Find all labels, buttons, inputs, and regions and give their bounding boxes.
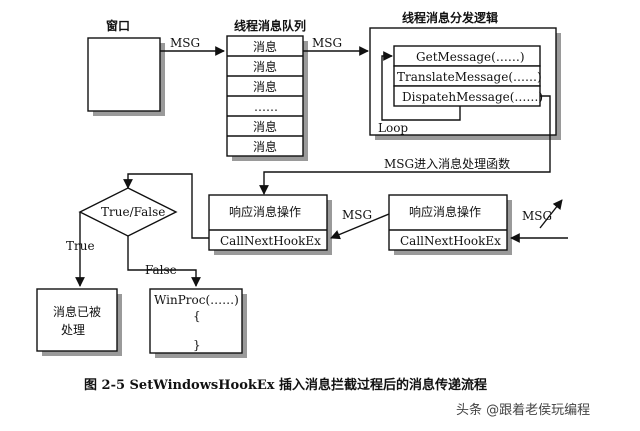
- message-queue: [226, 35, 308, 161]
- handled-text-2: 处理: [61, 323, 85, 337]
- hook2-callnext-text: CallNextHookEx: [400, 234, 501, 248]
- hook2-respond-text: 响应消息操作: [409, 204, 481, 219]
- arrow-msg-diagonal: [539, 199, 563, 229]
- watermark: 头条 @跟着老侯玩编程: [456, 402, 590, 418]
- window-box: [87, 37, 165, 116]
- winproc-box: [149, 288, 247, 358]
- hook-box-1: [208, 194, 332, 255]
- true-label: True: [66, 239, 95, 253]
- msg-label-1: MSG: [170, 36, 200, 50]
- arrow-hook1-to-decision: [123, 173, 209, 239]
- msg-enter-label: MSG进入消息处理函数: [384, 156, 510, 171]
- loop-arrow: [381, 51, 461, 121]
- translate-message-text: TranslateMessage(……): [397, 70, 542, 84]
- winproc-text: WinProc(……): [154, 293, 239, 307]
- arrow-false: [127, 236, 201, 287]
- queue-item-3: 消息: [253, 79, 277, 94]
- dispatch-box: [369, 27, 561, 140]
- queue-item-6: 消息: [253, 139, 277, 154]
- msg-label-4: MSG: [522, 209, 552, 223]
- queue-item-4: ……: [254, 100, 278, 114]
- dispatch-message-text: DispatehMessage(……): [402, 90, 543, 104]
- decision-text: True/False: [101, 205, 165, 219]
- queue-item-2: 消息: [253, 59, 277, 74]
- msg-label-3: MSG: [342, 208, 372, 222]
- dispatch-title: 线程消息分发逻辑: [402, 10, 498, 25]
- queue-item-5: 消息: [253, 119, 277, 134]
- get-message-text: GetMessage(……): [416, 50, 525, 64]
- loop-label: Loop: [378, 121, 408, 135]
- winproc-brace-close: }: [193, 338, 201, 352]
- winproc-brace-open: {: [193, 309, 201, 323]
- hook-box-2: [388, 194, 512, 255]
- handled-box: [36, 288, 122, 356]
- figure-caption: 图 2-5 SetWindowsHookEx 插入消息拦截过程后的消息传递流程: [84, 377, 487, 393]
- handled-text-1: 消息已被: [53, 304, 101, 319]
- arrow-hook2-to-hook1: [330, 213, 390, 240]
- window-label: 窗口: [106, 18, 130, 33]
- hook1-respond-text: 响应消息操作: [229, 204, 301, 219]
- msg-label-2: MSG: [312, 36, 342, 50]
- arrow-dispatch-to-hook: [259, 95, 551, 195]
- queue-title: 线程消息队列: [234, 18, 306, 33]
- queue-item-1: 消息: [253, 39, 277, 54]
- hook1-callnext-text: CallNextHookEx: [220, 234, 321, 248]
- false-label: False: [145, 263, 177, 277]
